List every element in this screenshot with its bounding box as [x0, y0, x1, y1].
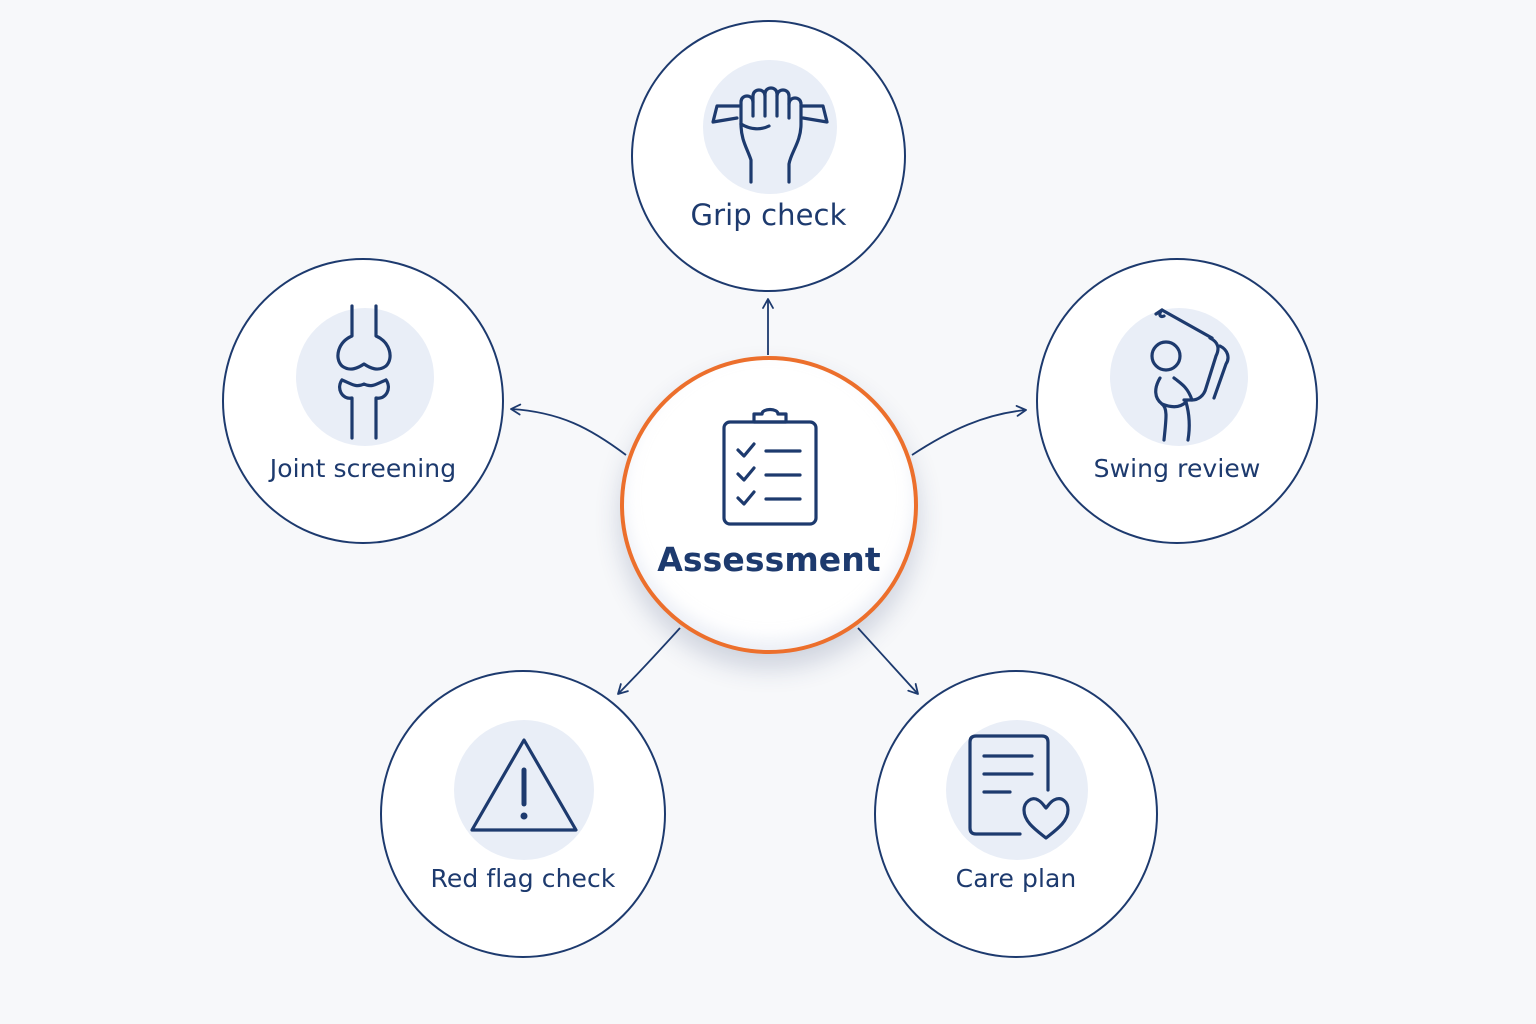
assessment-label: Assessment [657, 540, 881, 579]
golfer-swing-icon [1150, 308, 1230, 442]
connector-care [857, 627, 919, 695]
icon-background [946, 720, 1088, 860]
joint-screening-node[interactable]: Joint screening [222, 258, 504, 544]
red-flag-check-node[interactable]: Red flag check [380, 670, 666, 958]
connector-joint [510, 403, 627, 456]
icon-background [454, 720, 594, 860]
red-flag-check-label: Red flag check [430, 864, 616, 893]
grip-check-label: Grip check [690, 198, 847, 232]
document-heart-icon [968, 734, 1070, 840]
icon-background [1110, 308, 1248, 446]
swing-review-node[interactable]: Swing review [1036, 258, 1318, 544]
connector-redflag [617, 627, 681, 695]
icon-background [296, 304, 434, 446]
care-plan-node[interactable]: Care plan [874, 670, 1158, 958]
swing-review-label: Swing review [1093, 454, 1261, 483]
joint-screening-label: Joint screening [269, 454, 457, 483]
icon-background [703, 60, 837, 194]
warning-triangle-icon [470, 738, 578, 832]
care-plan-label: Care plan [955, 864, 1077, 893]
assessment-node[interactable]: Assessment [620, 356, 918, 654]
connector-swing [911, 405, 1027, 456]
grip-check-node[interactable]: Grip check [631, 20, 906, 292]
knee-joint-icon [336, 304, 392, 440]
hand-grip-icon [711, 86, 829, 184]
clipboard-checklist-icon [722, 407, 818, 526]
